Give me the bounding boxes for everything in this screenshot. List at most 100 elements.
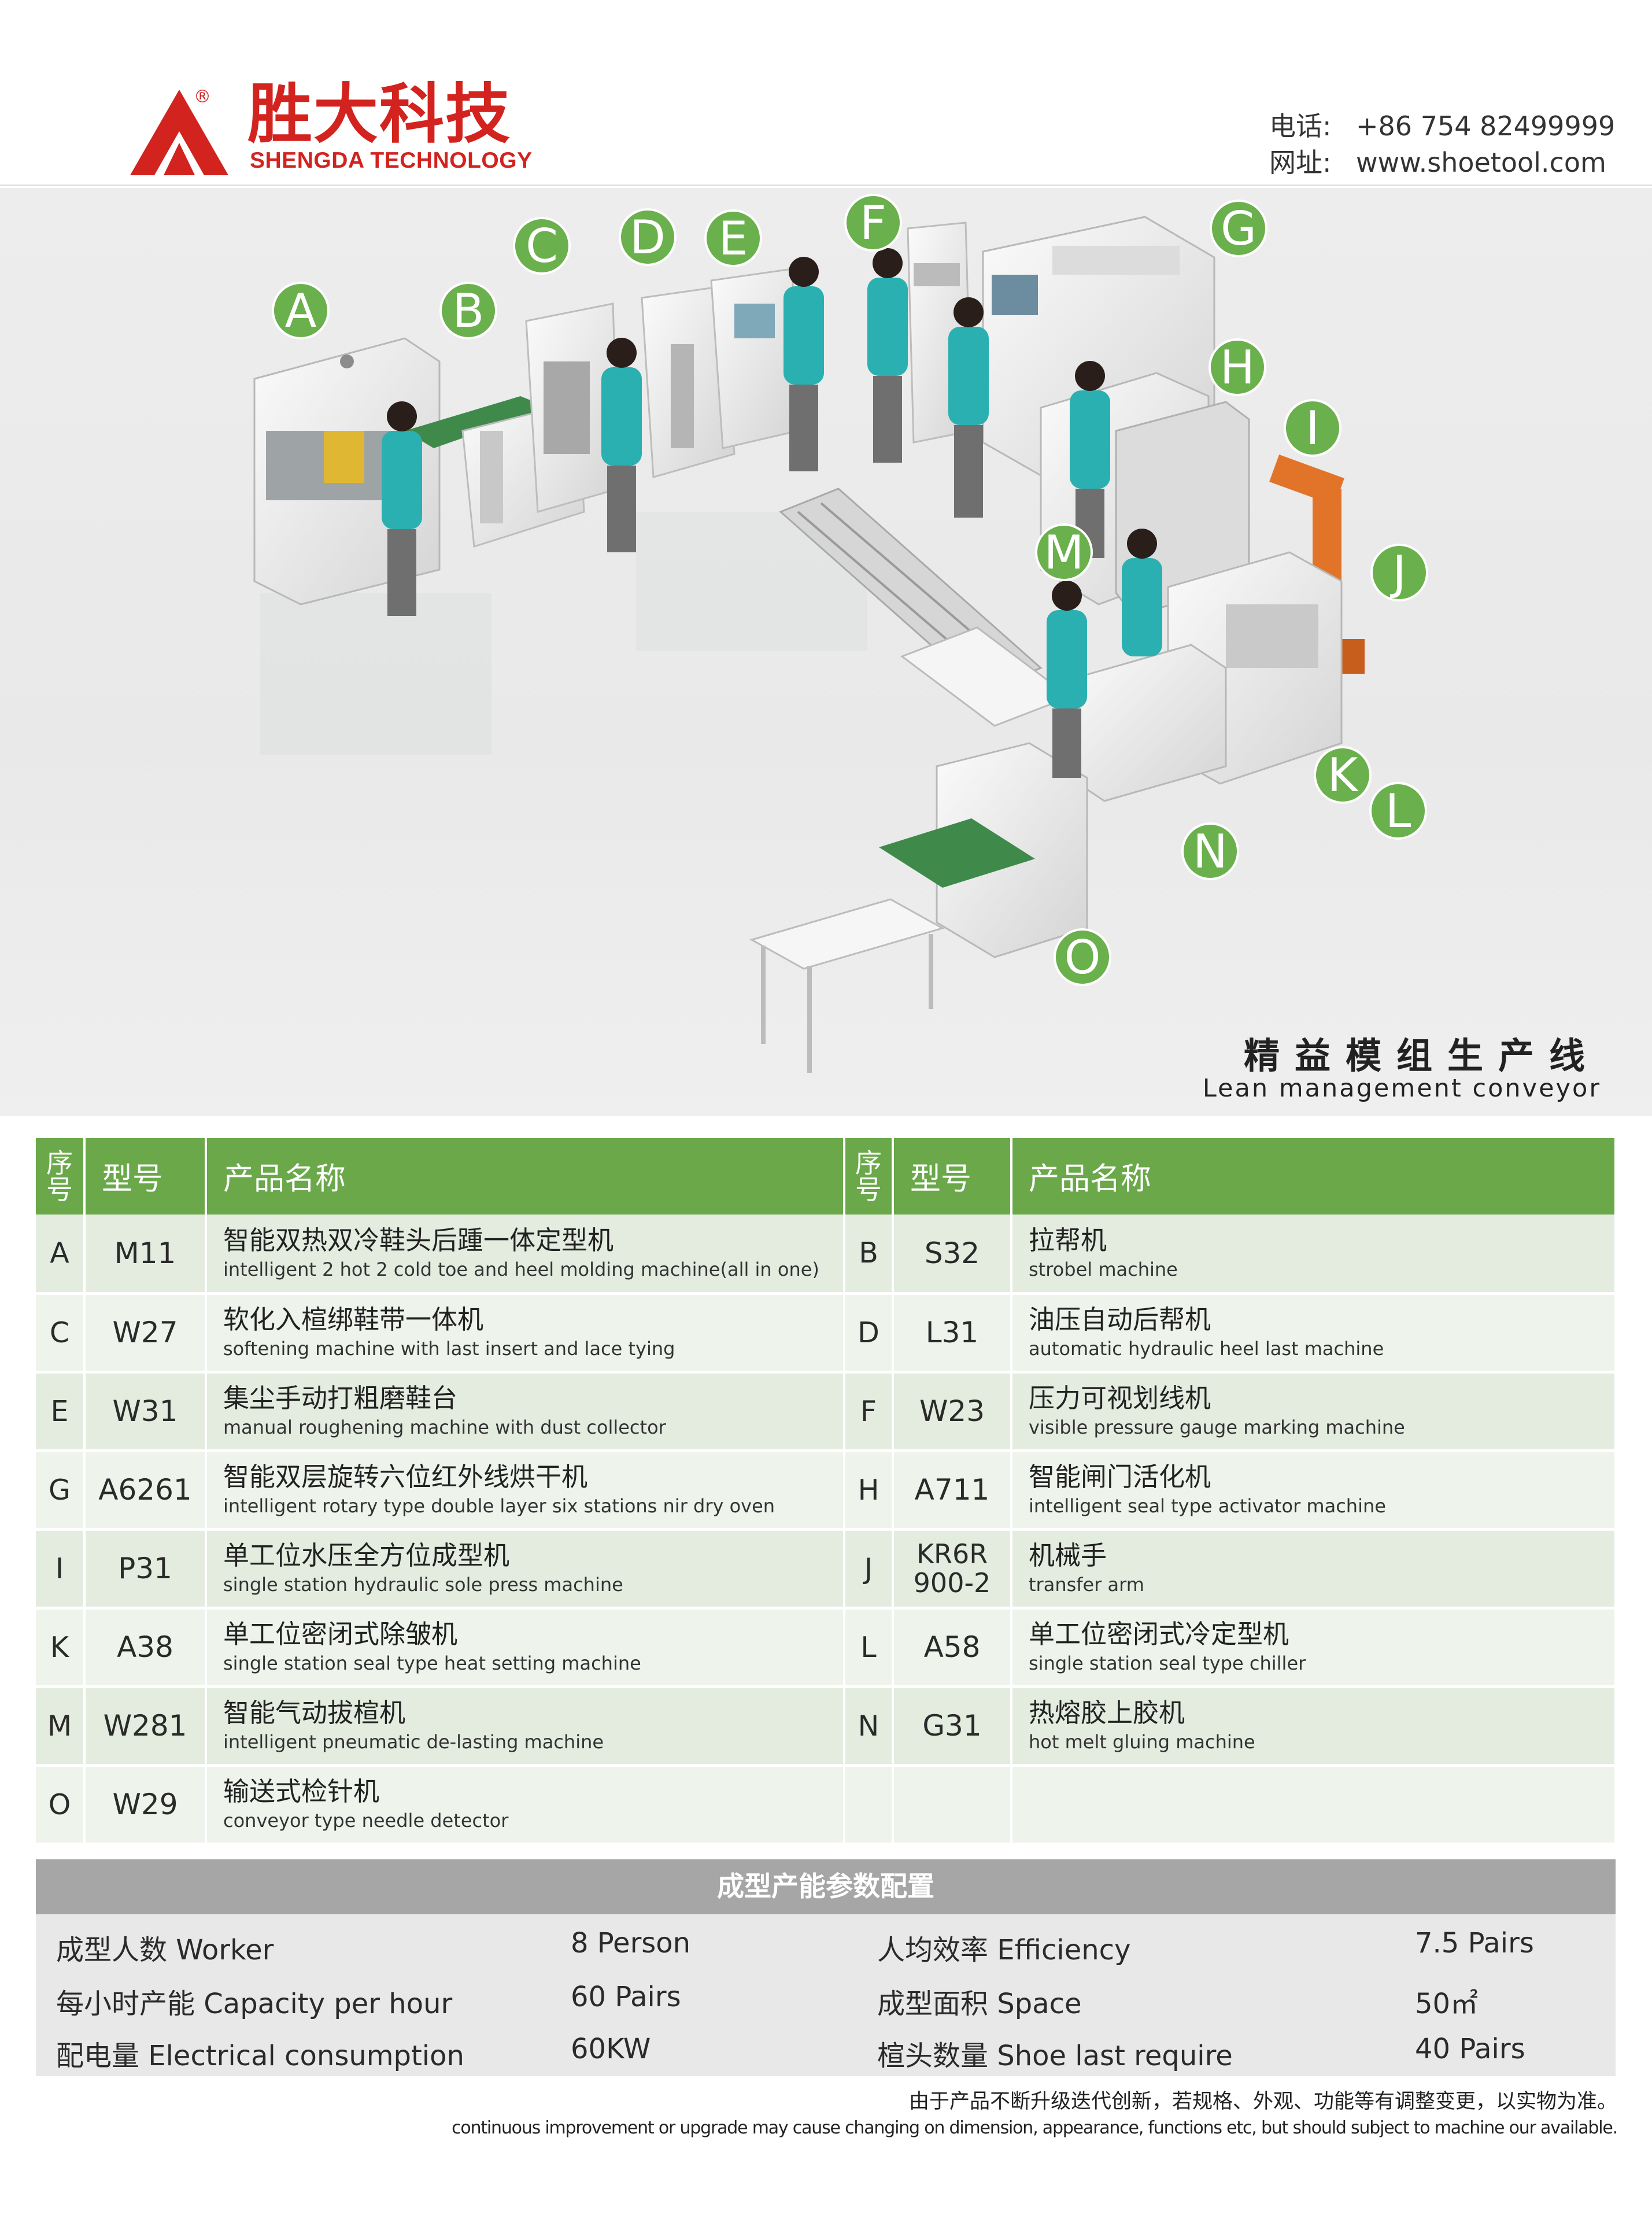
svg-text:M: M [1044, 526, 1084, 579]
marker-h: H [1208, 338, 1266, 396]
capacity-panel: 成型人数 Worker 8 Person 人均效率 Efficiency 7.5… [36, 1914, 1616, 2076]
col-header-idx: 序号 [844, 1138, 894, 1214]
table-header-row: 序号 型号 产品名称 序号 型号 产品名称 [36, 1138, 1617, 1214]
product-name-cn: 智能气动拔楦机 [223, 1697, 406, 1728]
row-idx: B [844, 1214, 894, 1295]
row-idx: N [844, 1686, 894, 1767]
row-idx: A [36, 1214, 86, 1295]
product-name-en: automatic hydraulic heel last machine [1029, 1338, 1384, 1360]
capacity-label: 楦头数量 Shoe last require [877, 2040, 1233, 2072]
svg-text:G: G [1221, 202, 1256, 256]
svg-text:J: J [1389, 546, 1406, 600]
marker-a: A [272, 282, 330, 339]
row-model: S32 [893, 1214, 1012, 1295]
row-idx: L [844, 1608, 894, 1688]
product-name-cn: 智能双热双冷鞋头后踵一体定型机 [223, 1224, 614, 1256]
product-name-cn: 机械手 [1029, 1540, 1107, 1571]
product-name-cn: 热熔胶上胶机 [1029, 1697, 1185, 1728]
row-model: A58 [893, 1608, 1012, 1688]
row-idx: G [36, 1450, 86, 1531]
row-model: W31 [84, 1372, 207, 1452]
model-line: 900-2 [913, 1567, 991, 1599]
product-name-en: manual roughening machine with dust coll… [223, 1416, 666, 1438]
marker-e: E [704, 209, 762, 267]
row-model: W27 [84, 1293, 207, 1374]
row-name: 热熔胶上胶机 hot melt gluing machine [1011, 1686, 1617, 1767]
phone-number: +86 754 82499999 [1356, 110, 1616, 142]
production-line-illustration: A B C D E F G H I J K L M N O [0, 188, 1652, 1116]
product-name-cn: 智能闸门活化机 [1029, 1461, 1211, 1492]
capacity-value: 60KW [571, 2033, 651, 2065]
line-title-en: Lean management conveyor [1202, 1074, 1601, 1103]
row-name: 智能双层旋转六位红外线烘干机 intelligent rotary type do… [206, 1450, 845, 1531]
svg-text:A: A [285, 284, 317, 338]
production-line-drawing: A B C D E F G H I J K L M N O [253, 194, 1428, 1073]
product-name-en: single station seal type chiller [1029, 1652, 1306, 1674]
product-name-en: single station seal type heat setting ma… [223, 1652, 641, 1674]
capacity-label: 人均效率 Efficiency [877, 1934, 1131, 1966]
page-header: ® 胜大科技 SHENGDA TECHNOLOGY 电话:+86 754 824… [0, 0, 1652, 186]
capacity-label: 成型人数 Worker [56, 1934, 274, 1966]
svg-text:C: C [526, 219, 558, 273]
disclaimer-en: continuous improvement or upgrade may ca… [452, 2118, 1618, 2138]
product-name-cn: 单工位水压全方位成型机 [223, 1540, 510, 1571]
svg-text:F: F [860, 196, 886, 250]
product-name-cn: 智能双层旋转六位红外线烘干机 [223, 1461, 588, 1492]
row-name [1011, 1765, 1617, 1845]
marker-d: D [619, 208, 677, 266]
capacity-label: 成型面积 Space [877, 1988, 1082, 2020]
row-name: 单工位密闭式冷定型机 single station seal type chill… [1011, 1608, 1617, 1688]
row-model: A38 [84, 1608, 207, 1688]
row-idx: O [36, 1765, 86, 1845]
product-name-cn: 油压自动后帮机 [1029, 1304, 1211, 1335]
marker-m: M [1035, 523, 1093, 581]
svg-text:N: N [1193, 825, 1228, 878]
worker [601, 338, 642, 552]
row-idx: M [36, 1686, 86, 1767]
row-idx: D [844, 1293, 894, 1374]
col-header-model: 型号 [893, 1138, 1012, 1214]
product-name-cn: 单工位密闭式除皱机 [223, 1619, 458, 1649]
station-markers: A B C D E F G H I J K L M N O [272, 194, 1428, 986]
product-name-en: visible pressure gauge marking machine [1029, 1416, 1405, 1438]
col-header-name: 产品名称 [206, 1138, 845, 1214]
machines-c-d-e [525, 268, 799, 513]
worker [948, 297, 989, 518]
row-idx: E [36, 1372, 86, 1452]
brand-name-en: SHENGDA TECHNOLOGY [250, 148, 533, 173]
marker-f: F [844, 194, 902, 252]
product-table: 序号 型号 产品名称 序号 型号 产品名称 A M11 智能双热双冷鞋头后踵一体… [36, 1138, 1617, 1845]
product-name-en: strobel machine [1029, 1258, 1178, 1280]
col-header-idx: 序号 [36, 1138, 86, 1214]
machine-n [900, 626, 1227, 802]
line-title-cn: 精益模组生产线 [1243, 1035, 1600, 1077]
product-name-en: intelligent seal type activator machine [1029, 1495, 1386, 1517]
svg-text:I: I [1306, 401, 1320, 455]
web-link[interactable]: www.shoetool.com [1356, 147, 1606, 178]
contact-phone: 电话:+86 754 82499999 [1269, 105, 1615, 143]
product-name-en: hot melt gluing machine [1029, 1731, 1255, 1753]
product-name-cn: 单工位密闭式冷定型机 [1029, 1619, 1289, 1649]
product-name-en: intelligent rotary type double layer six… [223, 1495, 775, 1517]
capacity-value: 8 Person [571, 1927, 691, 1959]
contact-web: 网址: www.shoetool.com [1269, 142, 1606, 180]
marker-g: G [1210, 200, 1267, 257]
capacity-value: 60 Pairs [571, 1981, 681, 2013]
marker-k: K [1314, 746, 1372, 804]
row-model: L31 [893, 1293, 1012, 1374]
product-name-en: softening machine with last insert and l… [223, 1338, 675, 1360]
row-model: W29 [84, 1765, 207, 1845]
marker-i: I [1284, 399, 1341, 457]
web-label: 网址: [1269, 147, 1332, 178]
worker [382, 401, 422, 616]
svg-text:H: H [1220, 341, 1255, 394]
